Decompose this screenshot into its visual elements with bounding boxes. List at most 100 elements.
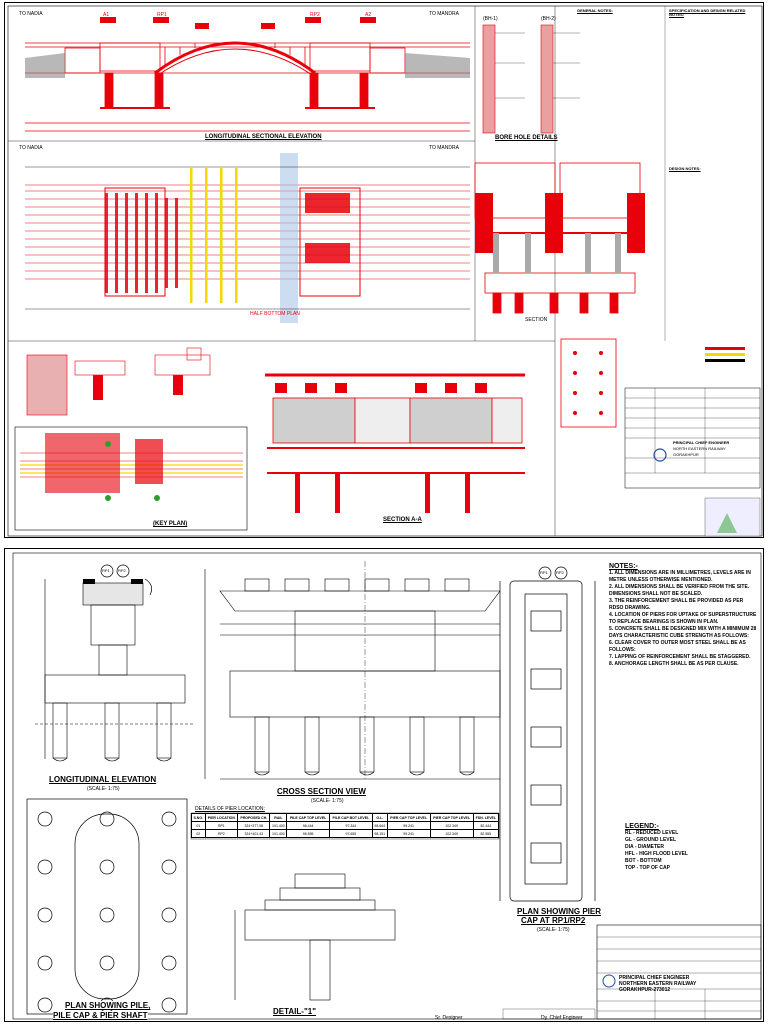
sheet1-title-railway: NORTH EASTERN RAILWAY (673, 446, 726, 451)
pier-label-rp1: RP1 (157, 12, 167, 18)
legend-item: HFL - HIGH FLOOD LEVEL (625, 851, 688, 857)
chainage-left-label: TO NADIA (19, 11, 43, 17)
note-text: CLEAR COVER TO OUTER MOST STEEL SHALL BE… (609, 640, 746, 653)
sheet2-title-place: GORAKHPUR-273012 (619, 987, 671, 993)
general-notes-heading: GENERAL NOTES: (577, 9, 613, 13)
note-item: 8. ANCHORAGE LENGTH SHALL BE AS PER CLAU… (609, 661, 739, 667)
rp1-marker-left: RP1 (102, 568, 110, 573)
table-cell: 96.555 (286, 829, 330, 838)
note-text: ANCHORAGE LENGTH SHALL BE AS PER CLAUSE. (614, 661, 739, 667)
pier-table-header: FDN. LEVEL (472, 813, 500, 822)
checker-signature-label: Dy. Chief Engineer (541, 1015, 583, 1021)
pier-table-title: DETAILS OF PIER LOCATION: (195, 806, 265, 812)
detail-1-title: DETAIL-"1" (273, 1007, 316, 1016)
note-item: 5. CONCRETE SHALL BE DESIGNED MIX WITH A… (609, 626, 757, 639)
note-item: 3. THE REINFORCEMENT SHALL BE PROVIDED A… (609, 598, 744, 611)
table-cell: 82.555 (472, 829, 500, 838)
table-cell: 97.344 (328, 821, 373, 830)
designer-signature-label: Sr. Designer (435, 1015, 463, 1021)
pier-label-a2: A2 (365, 12, 372, 18)
pier-table-header: PILE CAP TOP LEVEL (286, 813, 330, 822)
bh2-label: (BH-2) (541, 16, 556, 22)
notes-title: NOTES:- (609, 563, 638, 570)
note-item: 7. LAPPING OF REINFORCEMENT SHALL BE STA… (609, 654, 751, 660)
pier-table-header: PIER CAP TOP LEVEL (429, 813, 474, 822)
table-cell: 102.349 (429, 829, 474, 838)
table-cell: 101.400 (269, 829, 288, 838)
design-notes-heading: DESIGN NOTES: (669, 166, 701, 172)
note-text: LAPPING OF REINFORCEMENT SHALL BE STAGGE… (614, 654, 751, 660)
sheet1-title-dept: PRINCIPAL CHIEF ENGINEER (673, 440, 730, 445)
table-cell: RP1 (204, 821, 239, 830)
table-cell: 99.241 (386, 821, 431, 830)
chainage-right-label-2: TO MANDRA (429, 145, 459, 151)
sheet2-drawing (12, 552, 762, 1020)
legend-item: BOT - BOTTOM (625, 858, 662, 864)
table-cell: 02 (191, 829, 206, 838)
pier-table-header-row: S.NO. PIER LOCATION PROPOSED CH. RAIL PI… (191, 813, 500, 822)
bh1-label: (BH-1) (483, 16, 498, 22)
sheet1-drawing (7, 5, 763, 537)
pier-label-a1: A1 (103, 12, 110, 18)
table-cell: 96.444 (286, 821, 330, 830)
specification-notes-heading: SPECIFICATION AND DESIGN RELATED NOTES: (669, 9, 746, 18)
design-notes: SPECIFICATION AND DESIGN RELATED NOTES: … (669, 9, 761, 339)
drawing-sheet-2: RP1 RP2 RP1 RP2 LONGITUDINAL ELEVATION (… (4, 548, 764, 1022)
section-aa-title: SECTION A-A (383, 517, 422, 523)
pier-table-header: G.L. (371, 813, 388, 822)
cross-section-title: CROSS SECTION VIEW (277, 787, 366, 796)
sheet2-title-railway: NORTHERN EASTERN RAILWAY (619, 981, 697, 987)
legend-item: GL - GROUND LEVEL (625, 837, 677, 843)
section-title: SECTION (525, 317, 548, 323)
table-cell: 99.241 (386, 829, 431, 838)
sheet2-notes: NOTES:- 1. ALL DIMENSIONS ARE IN MILLIME… (609, 563, 759, 817)
pier-table-header: PROPOSED CH. (237, 813, 271, 822)
note-item: 4. LOCATION OF PIERS FOR UPTAKE OF SUPER… (609, 612, 757, 625)
long-elev-scale: (SCALE- 1:75) (87, 786, 120, 792)
note-text: LOCATION OF PIERS FOR UPTAKE OF SUPERSTR… (609, 612, 757, 625)
legend-item: TOP - TOP OF CAP (625, 865, 670, 871)
sheet1-title-place: GORAKHPUR (673, 452, 699, 457)
table-cell: 98.151 (371, 829, 388, 838)
rp1-marker-right: RP1 (540, 570, 548, 575)
table-cell: 01 (191, 821, 206, 830)
table-cell: 102.349 (429, 821, 474, 830)
plan-pile-title-2: PILE CAP & PIER SHAFT (53, 1011, 148, 1020)
table-cell: RP2 (204, 829, 239, 838)
plan-pier-cap-scale: (SCALE- 1:75) (537, 927, 570, 933)
general-notes: GENERAL NOTES: (577, 9, 661, 339)
note-item: 1. ALL DIMENSIONS ARE IN MILLIMETRES, LE… (609, 570, 751, 583)
table-row: 01 RP1 324+377.98 101.400 96.444 97.344 … (191, 821, 500, 830)
note-text: ALL DIMENSIONS ARE IN MILLIMETRES, LEVEL… (609, 570, 751, 583)
plan-pier-cap-title-2: CAP AT RP1/RP2 (521, 916, 586, 925)
key-plan-title: (KEY PLAN) (153, 521, 188, 527)
pier-label-rp2: RP2 (310, 12, 320, 18)
table-cell: 82.444 (472, 821, 500, 830)
pier-table-header: PIER LOCATION (204, 813, 239, 822)
note-item: 2. ALL DIMENSIONS SHALL BE VERIFIED FROM… (609, 584, 750, 597)
table-cell: 97.655 (328, 829, 373, 838)
table-cell: 324+401.43 (237, 829, 271, 838)
chainage-left-label-2: TO NADIA (19, 145, 43, 151)
table-cell: 324+377.98 (237, 821, 271, 830)
plan-pier-cap-title: PLAN SHOWING PIER (517, 907, 602, 916)
legend-title: LEGEND:- (625, 823, 659, 830)
legend-item: DIA - DIAMETER (625, 844, 664, 850)
cross-section-scale: (SCALE- 1:75) (311, 798, 344, 804)
drawing-sheet-1: TO NADIA TO MANDRA A1 RP1 RP2 A2 (BH-1) … (4, 2, 764, 538)
legend: LEGEND:- RL - REDUCED LEVEL GL - GROUND … (625, 823, 755, 903)
table-cell: 101.400 (269, 821, 288, 830)
note-text: THE REINFORCEMENT SHALL BE PROVIDED AS P… (609, 598, 744, 611)
note-text: CONCRETE SHALL BE DESIGNED MIX WITH A MI… (609, 626, 757, 639)
pier-location-table: S.NO. PIER LOCATION PROPOSED CH. RAIL PI… (191, 813, 500, 838)
long-section-title: LONGITUDINAL SECTIONAL ELEVATION (205, 134, 322, 140)
half-bottom-plan-label: HALF BOTTOM PLAN (250, 311, 300, 317)
note-text: ALL DIMENSIONS SHALL BE VERIFIED FROM TH… (609, 584, 750, 597)
note-item: 6. CLEAR COVER TO OUTER MOST STEEL SHALL… (609, 640, 746, 653)
table-cell: 98.644 (371, 821, 388, 830)
rp2-marker-right: RP2 (556, 570, 564, 575)
pier-table-header: S.NO. (191, 813, 206, 822)
bore-hole-title: BORE HOLE DETAILS (495, 135, 558, 141)
long-elev-title: LONGITUDINAL ELEVATION (49, 775, 157, 784)
rp2-marker-left: RP2 (118, 568, 126, 573)
